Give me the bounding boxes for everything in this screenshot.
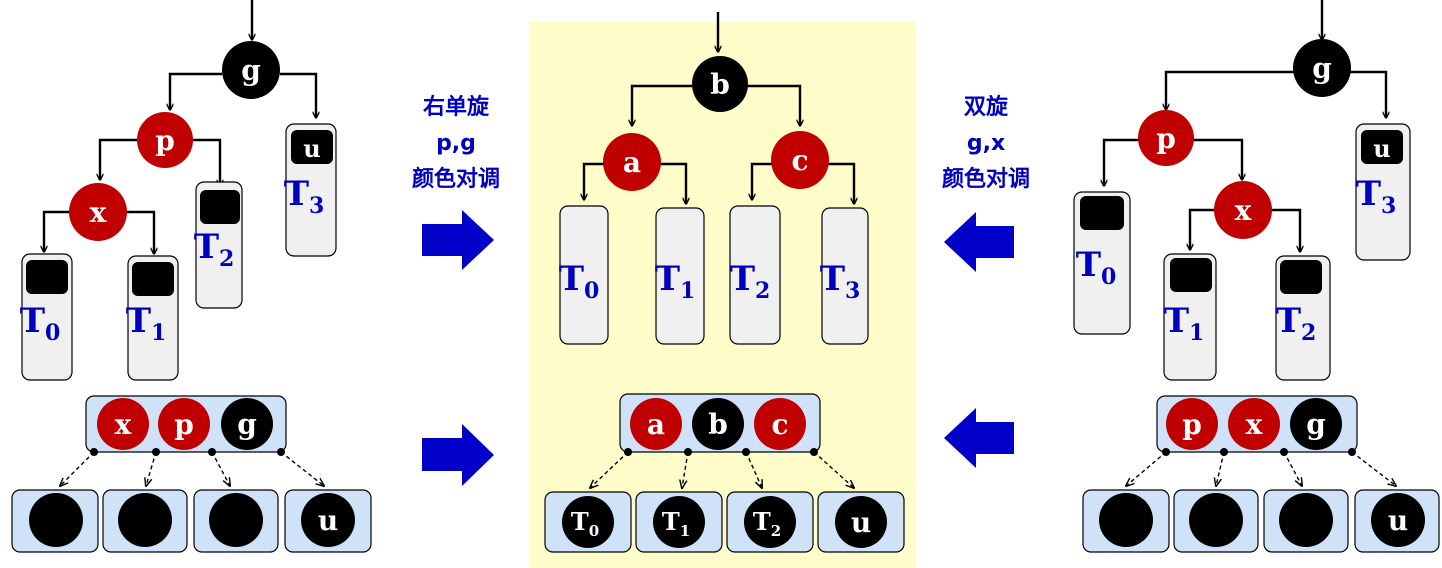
center-bnode-links: [590, 448, 854, 488]
svg-text:T3: T3: [1356, 174, 1397, 219]
svg-text:x: x: [1235, 194, 1252, 227]
svg-text:c: c: [791, 144, 808, 177]
svg-text:c: c: [771, 408, 788, 441]
svg-text:g: g: [1306, 408, 1326, 441]
right-tree: [1104, 0, 1386, 252]
svg-text:u: u: [318, 504, 338, 537]
center-bnode-children: T0 T1 T2 u: [544, 491, 905, 553]
svg-text:T3: T3: [284, 174, 325, 219]
svg-text:T2: T2: [730, 259, 771, 304]
arrow-left-icon: [944, 212, 1014, 272]
center-subtree-t3: T3: [820, 207, 869, 345]
right-node-p: p: [1138, 110, 1194, 166]
svg-text:g: g: [241, 54, 261, 87]
svg-text:u: u: [851, 506, 871, 539]
right-subtree-t0: T0: [1073, 191, 1131, 335]
svg-text:x: x: [90, 196, 107, 229]
svg-text:T2: T2: [194, 227, 235, 272]
arrow-right-icon: [422, 210, 494, 270]
svg-text:p: p: [155, 124, 175, 157]
center-tree: [584, 12, 854, 204]
center-node-c: c: [771, 131, 829, 189]
left-caption-line-1: 右单旋: [423, 94, 490, 120]
right-caption: 双旋 g,x 颜色对调: [942, 94, 1030, 192]
svg-text:g: g: [237, 408, 257, 441]
left-u-label: u: [303, 134, 320, 163]
svg-text:p: p: [174, 408, 194, 441]
svg-text:b: b: [708, 408, 728, 441]
left-bnode-children: u: [11, 489, 372, 553]
left-caption-line-2: p,g: [436, 131, 476, 156]
svg-text:b: b: [710, 68, 730, 101]
right-bnode-links: [1126, 448, 1396, 486]
svg-text:x: x: [115, 408, 132, 441]
left-subtree-t2: T2: [194, 181, 243, 309]
center-subtree-t2: T2: [729, 205, 781, 345]
right-subtree-t2: T2: [1275, 255, 1331, 381]
svg-text:T1: T1: [662, 507, 690, 540]
right-bnode: p x g: [1156, 395, 1358, 453]
center-node-b: b: [692, 56, 748, 112]
svg-text:p: p: [1182, 408, 1202, 441]
svg-text:x: x: [1246, 408, 1263, 441]
svg-text:g: g: [1312, 52, 1332, 85]
left-bnode: x p g: [85, 395, 287, 453]
svg-text:a: a: [647, 408, 665, 441]
svg-text:p: p: [1156, 122, 1176, 155]
left-subtree-t1: T1: [126, 255, 179, 381]
right-caption-line-2: g,x: [967, 131, 1005, 156]
right-node-x: x: [1214, 181, 1272, 239]
right-subtree-t1: T1: [1163, 253, 1217, 381]
svg-text:T0: T0: [1076, 245, 1117, 290]
svg-text:a: a: [623, 146, 641, 179]
svg-text:T1: T1: [1164, 301, 1205, 346]
svg-text:T0: T0: [571, 507, 599, 540]
left-caption-line-3: 颜色对调: [412, 166, 500, 192]
svg-text:T2: T2: [1276, 301, 1317, 346]
right-caption-line-1: 双旋: [964, 94, 1009, 120]
left-bnode-links: [60, 448, 324, 486]
left-node-g: g: [222, 41, 280, 99]
right-bnode-children: u: [1082, 489, 1440, 553]
right-u-label: u: [1373, 134, 1390, 163]
left-node-x: x: [69, 183, 127, 241]
svg-text:u: u: [1388, 504, 1408, 537]
center-bnode: a b c: [619, 393, 821, 453]
arrow-right-icon: [422, 424, 494, 486]
center-subtree-t0: T0: [559, 205, 609, 345]
svg-text:T0: T0: [20, 301, 61, 346]
right-node-g: g: [1293, 39, 1351, 97]
svg-text:T2: T2: [753, 507, 781, 540]
svg-text:T1: T1: [126, 301, 167, 346]
left-node-p: p: [137, 112, 193, 168]
svg-text:T3: T3: [820, 259, 861, 304]
left-tree: [44, 0, 316, 254]
center-subtree-t1: T1: [655, 207, 705, 345]
svg-text:T1: T1: [655, 259, 696, 304]
left-subtree-t3: u T3: [284, 123, 337, 257]
svg-text:T0: T0: [559, 259, 600, 304]
left-subtree-t0: T0: [20, 253, 73, 381]
right-subtree-t3: u T3: [1355, 123, 1411, 261]
right-caption-line-3: 颜色对调: [942, 166, 1030, 192]
center-node-a: a: [603, 133, 661, 191]
arrow-left-icon: [944, 408, 1014, 468]
left-caption: 右单旋 p,g 颜色对调: [412, 94, 500, 192]
